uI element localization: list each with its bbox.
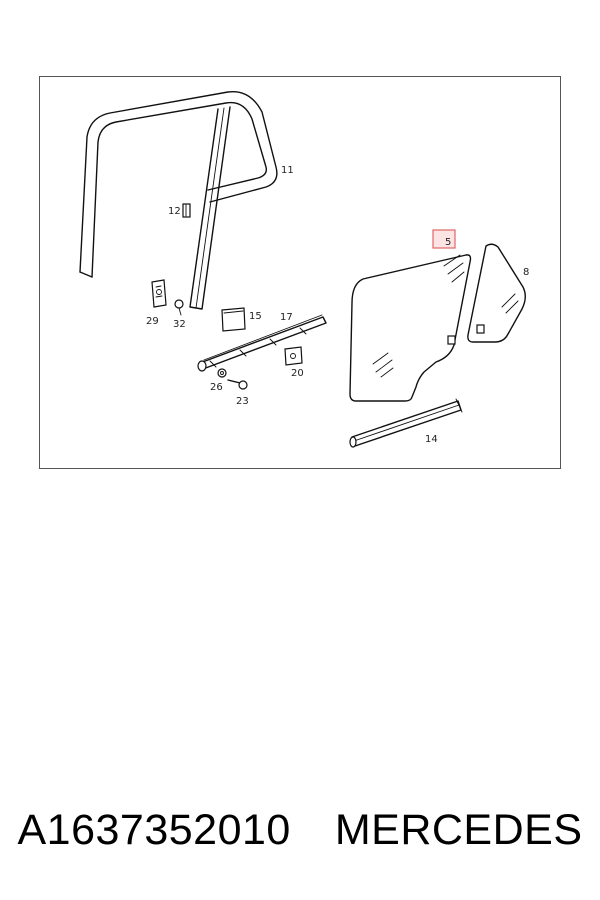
callout-12: 12 (168, 206, 181, 217)
callout-26: 26 (210, 382, 223, 393)
callout-15: 15 (249, 311, 262, 322)
part-14-lower-seal (349, 398, 463, 448)
callout-29: 29 (146, 316, 159, 327)
part-20-plate (284, 346, 303, 366)
parts-diagram-drawing: 11 12 29 32 15 (79, 90, 529, 448)
parts-diagram: 11 12 29 32 15 (39, 76, 561, 469)
callout-23: 23 (236, 396, 249, 407)
part-23-bolt (227, 379, 248, 390)
part-26-washer (217, 368, 227, 378)
brand-name: MERCEDES (334, 805, 583, 854)
callout-32: 32 (173, 319, 186, 330)
part-5-door-glass (349, 254, 472, 402)
part-12-clip (182, 203, 191, 218)
callout-8: 8 (523, 267, 529, 278)
part-caption: A1637352010 MERCEDES (0, 800, 600, 860)
callout-17: 17 (280, 312, 293, 323)
part-17-guide-rail (197, 314, 327, 372)
part-11-window-frame (79, 90, 278, 310)
part-29-bracket (151, 279, 167, 308)
callout-20: 20 (291, 368, 304, 379)
callout-5: 5 (445, 237, 451, 248)
part-8-quarter-glass (467, 243, 526, 343)
callout-11: 11 (281, 165, 294, 176)
part-number: A1637352010 (17, 805, 291, 854)
part-32-screw (174, 299, 184, 316)
callout-5-highlight (432, 229, 456, 249)
callout-14: 14 (425, 434, 438, 445)
part-15-pad (221, 307, 246, 332)
